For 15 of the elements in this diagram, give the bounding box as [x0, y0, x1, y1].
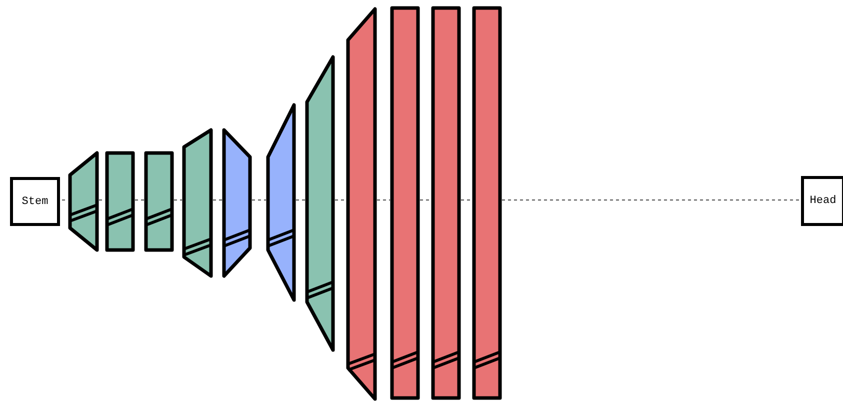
layer-block	[474, 8, 500, 398]
module-label: Stem	[22, 196, 48, 208]
layer-block	[107, 153, 133, 250]
trapezoid-layer-block	[348, 9, 375, 399]
module-box	[10, 177, 60, 226]
layer-block	[433, 8, 459, 398]
layer-block	[146, 153, 172, 250]
module-box	[801, 176, 843, 226]
trapezoid-layer-block	[268, 105, 294, 300]
trapezoid-layer-block	[307, 57, 333, 350]
module-label: Head	[810, 195, 836, 207]
trapezoid-layer-block	[184, 130, 211, 276]
layer-block	[392, 8, 418, 398]
trapezoid-layer-block	[70, 153, 97, 250]
trapezoid-layer-block	[224, 130, 250, 276]
